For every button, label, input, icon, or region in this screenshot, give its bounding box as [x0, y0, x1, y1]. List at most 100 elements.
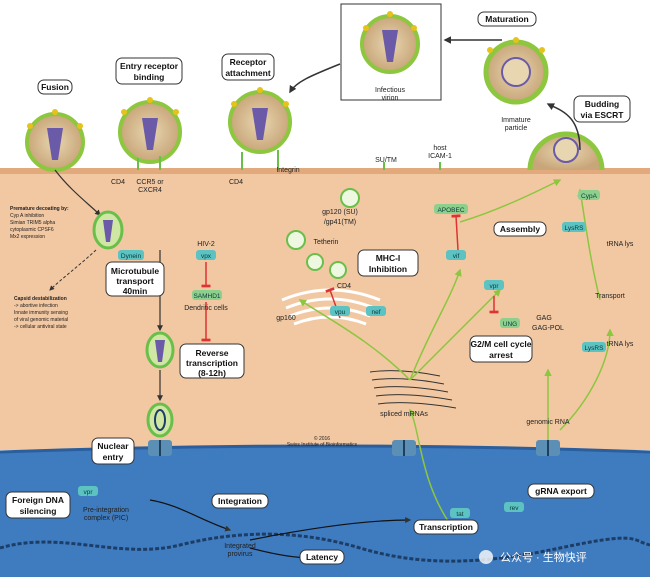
arrow-virion-to-attachment [289, 63, 341, 94]
note-abortive: -> abortive infection [14, 303, 58, 309]
text-icam: ICAM-1 [428, 153, 452, 160]
note-innate-3: -> cellular antiviral state [14, 324, 67, 330]
label-fusion: Fusion [37, 79, 73, 95]
text-particle: particle [505, 125, 528, 132]
label-nuclear-entry-line1: Nuclear [97, 441, 129, 451]
label-entry-receptor-line2: binding [134, 72, 165, 82]
nuclear-pore-1 [148, 440, 172, 456]
text-institute: Swiss Institute of Bioinformatics [287, 442, 358, 448]
protein-rev: rev [504, 502, 524, 512]
virion-infectious [360, 11, 420, 74]
text-trna-top: tRNA lys [607, 241, 634, 248]
label-mhc-line2: Inhibition [369, 264, 407, 274]
arrow-integration [149, 499, 232, 532]
label-latency-text: Latency [306, 552, 338, 562]
text-genomic: genomic RNA [526, 419, 570, 426]
text-integrin: Integrin [276, 167, 299, 174]
text-cd4-right: CD4 [229, 179, 243, 186]
label-microtubule-line3: 40min [123, 286, 148, 296]
protein-vpx-text: vpx [201, 253, 212, 260]
protein-ung-text: UNG [503, 321, 517, 328]
label-grna-export-text: gRNA export [535, 486, 587, 496]
label-microtubule-line1: Microtubule [111, 266, 159, 276]
protein-ung: UNG [500, 318, 520, 328]
label-latency: Latency [299, 549, 345, 565]
virion-immature [483, 37, 549, 105]
protein-cypa: CypA [578, 190, 600, 200]
nuclear-pore-3 [536, 440, 560, 456]
label-fusion-text: Fusion [41, 82, 69, 92]
text-spliced: spliced mRNAs [380, 411, 428, 418]
virion-budding [527, 131, 605, 171]
text-trna-bottom: tRNA lys [607, 341, 634, 348]
text-gag-pol: GAG-POL [532, 325, 564, 332]
protein-cypa-text: CypA [581, 193, 598, 200]
label-nuclear-entry-line2: entry [103, 452, 124, 462]
protein-samhd1: SAMHD1 [192, 290, 222, 300]
text-gp120: gp120 (SU) [322, 209, 358, 216]
inhibition-lines [201, 214, 499, 342]
protein-dynein-text: Dynein [121, 253, 142, 260]
label-transcription: Transcription [413, 519, 479, 535]
text-integrated-1: Integrated [224, 543, 256, 550]
label-maturation-text: Maturation [485, 14, 528, 24]
label-grna-export: gRNA export [527, 483, 595, 499]
arrow-capsid-destab [49, 249, 97, 291]
label-reverse-transcription-line1: Reverse [195, 348, 228, 358]
label-g2m-line1: G2/M cell cycle [471, 339, 532, 349]
protein-lysrs-bottom-text: LysRS [585, 345, 605, 352]
label-receptor-attachment-line2: attachment [225, 68, 271, 78]
text-su-tm: SU/TM [375, 157, 397, 164]
protein-apobec: APOBEC [434, 204, 468, 214]
arrow-fusion-to-capsid [54, 169, 101, 216]
watermark-text: 公众号 · 生物快评 [500, 550, 587, 564]
text-gag: GAG [536, 315, 552, 322]
note-cpsf6: cytoplasmic CPSF6 [10, 227, 54, 233]
protein-vpu: vpu [330, 306, 350, 316]
protein-tat-text: tat [456, 511, 463, 518]
protein-lysrs-bottom: LysRS [582, 342, 606, 352]
text-cd4-cyto: CD4 [337, 283, 351, 290]
text-transport: Transport [595, 293, 625, 300]
protein-lysrs-top-text: LysRS [565, 225, 585, 232]
note-trim5: Simian TRIM5 alpha [10, 220, 55, 226]
vesicles [286, 188, 360, 279]
protein-nef-text: nef [371, 309, 380, 316]
capsid-1 [92, 210, 124, 250]
label-integration: Integration [211, 493, 269, 509]
text-gp160: gp160 [276, 315, 296, 322]
text-integrated-2: provirus [228, 551, 253, 558]
label-transcription-text: Transcription [419, 522, 473, 532]
label-microtubule-line2: transport [116, 276, 153, 286]
protein-vif-text: vif [453, 253, 460, 260]
wechat-icon [479, 550, 493, 564]
nucleus [0, 446, 650, 577]
virion-fusion [25, 109, 85, 172]
protein-vpr-cyto: vpr [484, 280, 504, 290]
spliced-mrnas [369, 370, 457, 409]
expression-arrows [298, 179, 614, 525]
virion-entry-receptor [118, 97, 182, 164]
text-host: host [433, 145, 446, 152]
text-infectious: Infectious [375, 87, 405, 94]
text-ccr5: CCR5 or [136, 179, 164, 186]
text-hiv2: HIV-2 [197, 241, 215, 248]
plasma-membrane [0, 168, 650, 174]
protein-apobec-text: APOBEC [437, 207, 464, 214]
label-mhc-line1: MHC-I [376, 253, 401, 263]
text-cd4-left: CD4 [111, 179, 125, 186]
text-immature: Immature [501, 117, 531, 124]
pic-cytoplasm [146, 402, 174, 438]
note-premature: Premature decoating by: [10, 206, 69, 212]
text-cxcr4: CXCR4 [138, 187, 162, 194]
protein-vpx: vpx [196, 250, 216, 260]
note-cypa: Cyp A inhibition [10, 213, 44, 219]
